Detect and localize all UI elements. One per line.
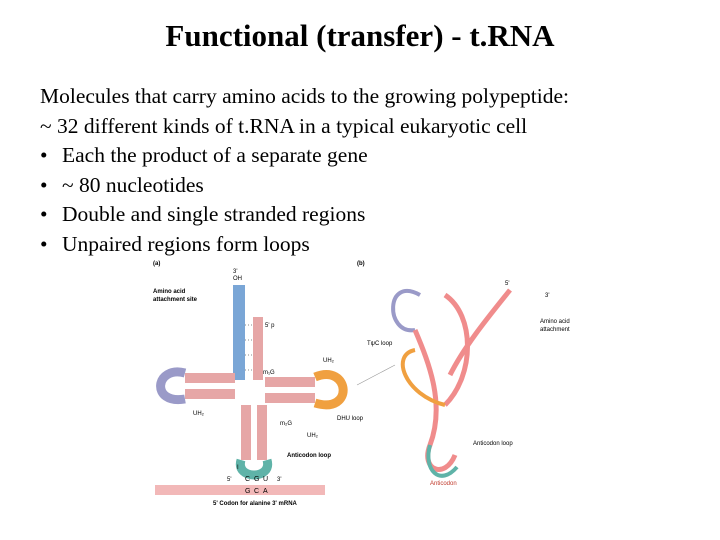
- anticodon-base: U: [263, 476, 268, 483]
- bullet-mark: •: [40, 143, 48, 167]
- m1g-label: m₁G: [263, 370, 275, 376]
- bullet-mark: •: [40, 172, 48, 197]
- five-prime-p-label: 5' p: [265, 323, 275, 329]
- cloverleaf-panel: C G U G C A: [156, 285, 348, 495]
- anticodon-loop-label: Anticodon loop: [287, 453, 331, 459]
- panel-b-label: (b): [357, 261, 365, 267]
- anticodon-b-label: Anticodon: [430, 481, 457, 487]
- uh2-label: UH₂: [307, 433, 319, 439]
- panel-a-label: (a): [153, 261, 160, 267]
- intro-line-2: ~ 32 different kinds of t.RNA in a typic…: [40, 113, 528, 138]
- anticodon-loop-shape: [236, 458, 272, 480]
- bullet-text: Each the product of a separate gene: [62, 143, 368, 167]
- m2g-label: m₂G: [280, 421, 292, 427]
- tpsic-stem-bottom: [185, 389, 235, 399]
- trna-3d-panel: [356, 288, 512, 478]
- dhu-loop-shape: [313, 370, 348, 410]
- three-prime-mrna-label: 3': [277, 477, 281, 483]
- bullet-text: ~ 80 nucleotides: [62, 172, 204, 197]
- bullet-item: • ~ 80 nucleotides: [40, 171, 569, 201]
- three-prime-b-label: 3': [545, 293, 549, 299]
- inosine-label: I: [237, 465, 239, 471]
- amino-acid-site-label: attachment site: [153, 297, 198, 303]
- tpsic-loop-3d: [391, 289, 421, 333]
- dhu-stem-bottom: [265, 393, 315, 403]
- backbone-strand: [447, 288, 512, 377]
- five-prime-mrna-label: 5': [227, 477, 231, 483]
- tpsic-loop-shape: [156, 367, 187, 405]
- anticodon-loop-3d: [426, 444, 459, 478]
- anticodon-base: C: [245, 476, 250, 483]
- uh2-label: UH₂: [193, 411, 205, 417]
- leader-line: [356, 364, 396, 386]
- mrna-base: C: [254, 488, 259, 495]
- mrna-base: A: [263, 488, 268, 495]
- acceptor-stem-3prime: [233, 285, 245, 380]
- mrna-strip: [155, 485, 325, 495]
- bullet-item: • Unpaired regions form loops: [40, 230, 569, 260]
- intro-line-1: Molecules that carry amino acids to the …: [40, 84, 569, 108]
- uh2-label: UH₂: [323, 358, 335, 364]
- anticodon-stem-left: [241, 405, 251, 460]
- five-prime-b-label: 5': [505, 281, 509, 287]
- bullet-item: • Double and single stranded regions: [40, 200, 569, 230]
- anticodon-loop-b-label: Anticodon loop: [473, 441, 513, 447]
- slide-title: Functional (transfer) - t.RNA: [165, 18, 555, 53]
- bullet-text: Unpaired regions form loops: [62, 231, 310, 256]
- bullet-mark: •: [40, 231, 48, 256]
- amino-acid-site-label: Amino acid: [153, 289, 186, 295]
- three-prime-label: 3': [233, 269, 237, 275]
- anticodon-base: G: [254, 476, 259, 483]
- slide-body: Molecules that carry amino acids to the …: [40, 82, 569, 259]
- dhu-loop-3d: [400, 348, 446, 407]
- backbone-strand: [412, 329, 458, 472]
- tpsic-loop-label: TψC loop: [367, 341, 393, 347]
- acceptor-stem-5prime: [253, 317, 263, 380]
- dhu-loop-label: DHU loop: [337, 416, 364, 422]
- trna-figure: C G U G C A (a) 3' OH Amino acid attachm…: [145, 255, 580, 515]
- tpsic-stem-top: [185, 373, 235, 383]
- mrna-base: G: [245, 488, 250, 495]
- bullet-text: Double and single stranded regions: [62, 202, 366, 226]
- bullet-item: • Each the product of a separate gene: [40, 141, 569, 171]
- dhu-stem-top: [265, 377, 315, 387]
- trna-diagram: C G U G C A (a) 3' OH Amino acid attachm…: [153, 261, 570, 507]
- anticodon-stem-right: [257, 405, 267, 460]
- amino-acid-b-label: Amino acid: [540, 319, 570, 325]
- amino-acid-b-label: attachment: [540, 327, 570, 333]
- bullet-mark: •: [40, 202, 48, 226]
- oh-label: OH: [233, 276, 242, 282]
- codon-caption: 5' Codon for alanine 3' mRNA: [213, 501, 298, 507]
